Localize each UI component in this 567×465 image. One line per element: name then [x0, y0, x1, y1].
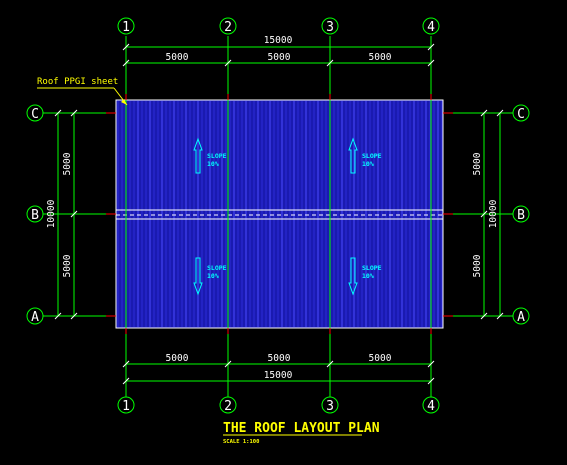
svg-text:C: C: [31, 107, 39, 122]
roof-panel: [115, 99, 444, 329]
slope-arrow-bottom-left: SLOPE 10%: [193, 257, 227, 296]
ppgi-sheet-ribs: [117, 101, 443, 327]
grid-bubbles: 1 2 3 4 1 2 3 4 C B A C B A: [26, 17, 530, 414]
svg-text:10%: 10%: [207, 272, 219, 280]
dim-bottom-total: 15000: [264, 370, 293, 381]
svg-text:SLOPE: SLOPE: [207, 264, 227, 272]
dim-left-span-2: 5000: [62, 254, 73, 277]
svg-text:4: 4: [427, 399, 435, 414]
arrow-up-icon: [193, 137, 203, 174]
dim-bottom-span-1: 5000: [166, 353, 189, 364]
svg-text:4: 4: [427, 20, 435, 35]
dim-right-span-2: 5000: [472, 254, 483, 277]
svg-text:2: 2: [224, 399, 232, 414]
grid-bubble-row-c-right: C: [512, 104, 530, 122]
dim-bottom-span-2: 5000: [268, 353, 291, 364]
svg-text:1: 1: [122, 20, 130, 35]
dim-top-span-2: 5000: [268, 52, 291, 63]
arrow-down-icon: [193, 257, 203, 296]
title-block: THE ROOF LAYOUT PLAN SCALE 1:100: [223, 421, 380, 445]
arrow-up-icon: [348, 137, 358, 174]
slope-arrow-top-right: SLOPE 10%: [348, 137, 382, 174]
dim-right-total: 10000: [488, 199, 499, 228]
dim-left-span-1: 5000: [62, 152, 73, 175]
slope-arrow-top-left: SLOPE 10%: [193, 137, 227, 174]
slope-arrow-bottom-right: SLOPE 10%: [348, 257, 382, 296]
dim-top-span-1: 5000: [166, 52, 189, 63]
leader-arrowhead-icon: [121, 99, 127, 105]
grid-bubble-col-4-bottom: 4: [422, 396, 440, 414]
svg-text:10%: 10%: [207, 160, 219, 168]
dim-left-total: 10000: [46, 199, 57, 228]
grid-bubble-col-3-top: 3: [321, 17, 339, 35]
dimension-text: 15000 5000 5000 5000 5000 5000 5000 1500…: [46, 35, 499, 381]
grid-bubble-col-1-bottom: 1: [117, 396, 135, 414]
svg-text:10%: 10%: [362, 160, 374, 168]
dim-top-total: 15000: [264, 35, 293, 46]
svg-text:2: 2: [224, 20, 232, 35]
drawing-scale: SCALE 1:100: [223, 439, 259, 445]
dim-bottom-span-3: 5000: [369, 353, 392, 364]
svg-text:SLOPE: SLOPE: [207, 152, 227, 160]
svg-text:SLOPE: SLOPE: [362, 152, 382, 160]
grid-bubble-col-3-bottom: 3: [321, 396, 339, 414]
dim-top-span-3: 5000: [369, 52, 392, 63]
drawing-title: THE ROOF LAYOUT PLAN: [223, 421, 380, 436]
svg-text:A: A: [517, 310, 525, 325]
dimension-ticks: [54, 43, 504, 385]
grid-bubble-col-4-top: 4: [422, 17, 440, 35]
svg-text:B: B: [517, 208, 525, 223]
dim-right-span-1: 5000: [472, 152, 483, 175]
svg-text:10%: 10%: [362, 272, 374, 280]
grid-bubble-row-b-left: B: [26, 205, 44, 223]
grid-bubble-row-a-left: A: [26, 307, 44, 325]
leader-label: Roof PPGI sheet: [37, 77, 118, 87]
svg-text:3: 3: [326, 20, 334, 35]
svg-text:3: 3: [326, 399, 334, 414]
svg-text:A: A: [31, 310, 39, 325]
svg-text:C: C: [517, 107, 525, 122]
svg-text:1: 1: [122, 399, 130, 414]
svg-text:B: B: [31, 208, 39, 223]
grid-bubble-row-a-right: A: [512, 307, 530, 325]
roof-sheet-leader: Roof PPGI sheet: [37, 77, 128, 106]
arrow-down-icon: [348, 257, 358, 296]
grid-bubble-col-2-bottom: 2: [219, 396, 237, 414]
grid-bubble-row-b-right: B: [512, 205, 530, 223]
svg-text:SLOPE: SLOPE: [362, 264, 382, 272]
grid-bubble-col-1-top: 1: [117, 17, 135, 35]
axis-stubs: [106, 94, 453, 334]
grid-bubble-col-2-top: 2: [219, 17, 237, 35]
grid-bubble-row-c-left: C: [26, 104, 44, 122]
